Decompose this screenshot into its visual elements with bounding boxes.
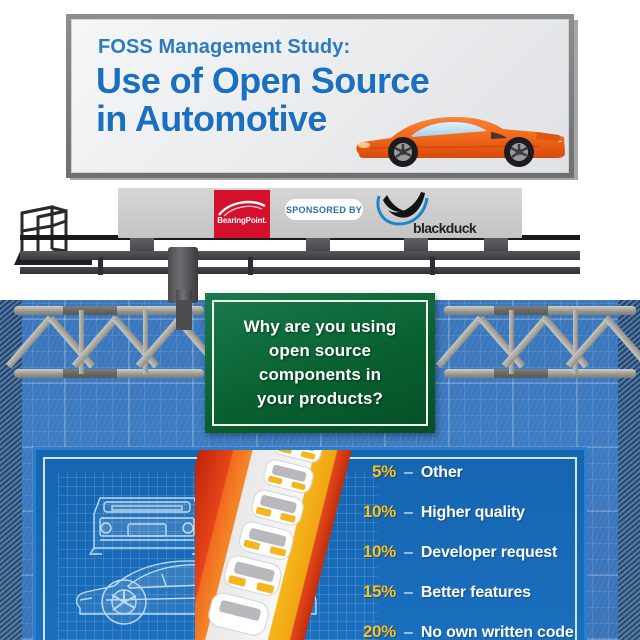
legend-label: Other bbox=[420, 464, 463, 481]
catwalk-post bbox=[248, 257, 253, 275]
legend-dash: – bbox=[404, 544, 413, 561]
left-edge-strip bbox=[0, 300, 22, 640]
catwalk-beam bbox=[20, 251, 580, 260]
highway-with-cars bbox=[195, 450, 395, 640]
truss-rail-bottom bbox=[14, 369, 204, 378]
truss-diagonal bbox=[47, 315, 96, 369]
legend-percent: 20% bbox=[362, 622, 396, 640]
question-line-3: components in bbox=[258, 365, 382, 384]
sign-post bbox=[176, 300, 192, 330]
truss-diagonal bbox=[111, 315, 160, 369]
legend-dash: – bbox=[404, 584, 413, 601]
bearingpoint-label: BearingPoint. bbox=[217, 216, 267, 225]
catwalk-post bbox=[430, 257, 435, 275]
bridge-truss-left bbox=[5, 306, 222, 378]
question-line-1: Why are you using bbox=[243, 317, 397, 336]
legend-label: Better features bbox=[420, 584, 531, 601]
truss-diagonal bbox=[603, 315, 640, 369]
truss-rail-bottom bbox=[444, 369, 636, 378]
truss-rail-top bbox=[14, 306, 204, 315]
title-line-2: in Automotive bbox=[96, 98, 327, 139]
blackduck-label: blackduck bbox=[413, 220, 477, 236]
study-kicker: FOSS Management Study: bbox=[98, 36, 351, 58]
legend-item: 10% – Higher quality bbox=[352, 502, 622, 542]
car-rear-view-blueprint bbox=[88, 497, 206, 555]
right-edge-strip bbox=[618, 300, 640, 640]
title-line-1: Use of Open Source bbox=[96, 60, 430, 101]
question-line-4: your products? bbox=[256, 389, 384, 408]
question-sign: Why are you using open source components… bbox=[205, 293, 435, 433]
billboard: FOSS Management Study: Use of Open Sourc… bbox=[66, 14, 574, 178]
legend-item: 15% – Better features bbox=[352, 582, 622, 622]
bearingpoint-arc-icon bbox=[218, 200, 266, 217]
truss-vertical bbox=[143, 310, 148, 374]
bridge-truss-right bbox=[435, 306, 640, 378]
legend-percent: 15% bbox=[362, 582, 396, 601]
truss-vertical bbox=[509, 310, 514, 374]
blackduck-duck-icon bbox=[376, 192, 429, 226]
legend-label: Developer request bbox=[420, 544, 558, 561]
sign-question: Why are you using open source components… bbox=[219, 315, 421, 411]
legend-percent: 10% bbox=[362, 502, 396, 521]
legend-item: 10% – Developer request bbox=[352, 542, 622, 582]
legend-dash: – bbox=[404, 624, 413, 640]
truss-diagonal bbox=[541, 315, 590, 369]
legend-dash: – bbox=[404, 504, 413, 521]
legend-percent: 5% bbox=[372, 462, 396, 481]
catwalk-beam-lower bbox=[20, 267, 580, 274]
question-line-2: open source bbox=[268, 341, 372, 360]
sign-border bbox=[212, 300, 428, 426]
queued-cars-icon bbox=[208, 450, 324, 636]
truss-rail-top bbox=[444, 306, 636, 315]
truss-vertical bbox=[79, 310, 84, 374]
legend-percent: 10% bbox=[362, 542, 396, 561]
legend-dash: – bbox=[404, 464, 413, 481]
ladder-icon bbox=[20, 205, 68, 255]
page-title: Use of Open Source in Automotive bbox=[96, 60, 430, 139]
sponsored-by-badge: Sponsored by bbox=[285, 199, 363, 220]
catwalk-post bbox=[98, 257, 103, 275]
bearingpoint-logo[interactable]: BearingPoint. bbox=[214, 190, 270, 238]
orange-sports-car-icon bbox=[356, 117, 565, 167]
legend-label: No own written code bbox=[420, 624, 574, 640]
legend-item: 5% – Other bbox=[352, 462, 622, 502]
legend-item: 20% – No own written code bbox=[352, 622, 622, 640]
truss-diagonal bbox=[477, 315, 526, 369]
blackduck-logo[interactable]: blackduck bbox=[373, 190, 477, 238]
sponsored-by-label: Sponsored by bbox=[285, 204, 363, 215]
billboard-face: FOSS Management Study: Use of Open Sourc… bbox=[71, 19, 569, 173]
legend-label: Higher quality bbox=[420, 504, 525, 521]
chart-legend: 5% – Other 10% – Higher quality 10% – De… bbox=[352, 462, 622, 640]
truss-vertical bbox=[573, 310, 578, 374]
